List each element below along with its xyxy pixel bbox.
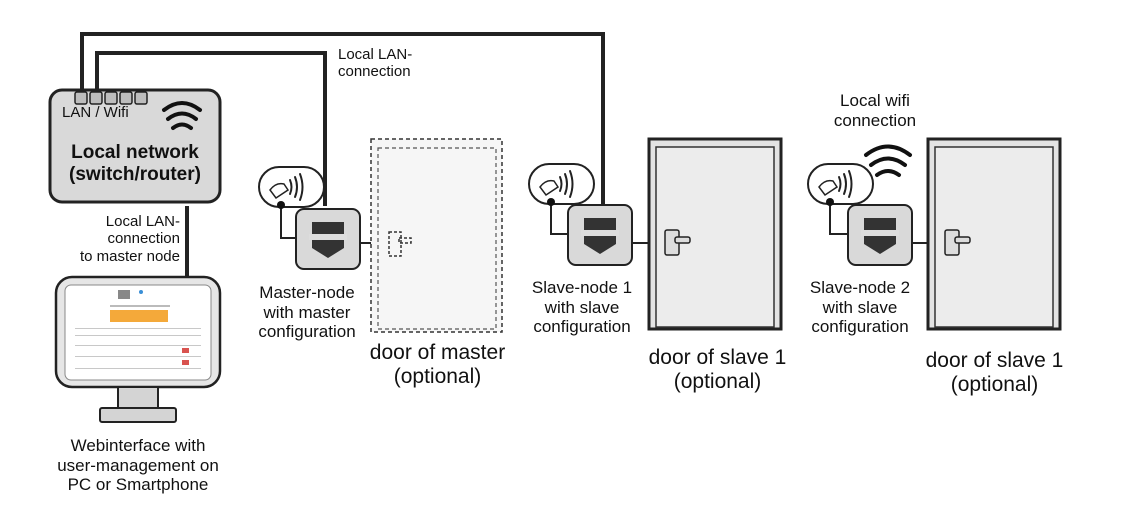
label-line: Slave-node 2 (809, 278, 911, 297)
router-ports (74, 91, 148, 105)
label-line: Master-node (259, 283, 355, 302)
slave1-node-device (567, 204, 633, 266)
label-line: (optional) (673, 370, 762, 394)
webinterface-label: Webinterface with user-management on PC … (18, 436, 258, 495)
label-line: connection (338, 63, 411, 81)
label-line: Webinterface with (70, 436, 206, 455)
slave2-node-device (847, 204, 913, 266)
door-master (370, 138, 503, 333)
wifi-icon (162, 101, 202, 130)
wire-dot (547, 198, 555, 206)
lan-line-slave1 (80, 32, 605, 206)
label-line: Local LAN- (105, 213, 180, 230)
label-line: with slave (544, 297, 620, 317)
label-line: Local LAN- (338, 46, 413, 63)
wire (550, 202, 572, 235)
router-title: Local network (switch/router) (50, 142, 220, 186)
door-slave2 (926, 137, 1062, 331)
reader-icon (807, 163, 874, 205)
door-slave2-label: door of slave 1 (optional) (902, 349, 1087, 397)
label-line: Slave-node 1 (531, 278, 633, 297)
label-line: to master node (79, 247, 180, 265)
door-slave1 (647, 137, 783, 331)
wire (829, 202, 851, 235)
label-line: with slave (822, 297, 898, 317)
connection-lines (80, 32, 605, 278)
lan-connection-label: Local LAN- connection (338, 46, 412, 81)
label-line: Local wifi (840, 91, 910, 110)
label-line: configuration (811, 317, 909, 337)
label-line: user-management on (57, 455, 219, 475)
master-node-label: Master-node with master configuration (237, 283, 377, 342)
slave1-node-label: Slave-node 1 with slave configuration (514, 278, 650, 337)
door-master-label: door of master (optional) (345, 341, 530, 389)
label-line: (optional) (393, 365, 482, 389)
label-line: door of slave 1 (925, 349, 1064, 372)
router-title-line: (switch/router) (69, 163, 201, 185)
slave2-node-label: Slave-node 2 with slave configuration (792, 278, 928, 337)
label-line: (optional) (950, 373, 1039, 397)
label-line: door of slave 1 (648, 346, 787, 369)
label-line: connection (833, 110, 917, 130)
label-line: PC or Smartphone (67, 475, 209, 495)
wire-dot (277, 201, 285, 209)
lan-line-master (95, 51, 327, 206)
router (48, 88, 222, 204)
lan-master-label: Local LAN- connection to master node (56, 213, 180, 265)
door-slave1-label: door of slave 1 (optional) (625, 346, 810, 394)
wire-dot (826, 198, 834, 206)
reader-icon (528, 163, 595, 205)
reader-icon (258, 166, 325, 208)
monitor (54, 275, 222, 423)
master-node-device (295, 208, 361, 270)
wire (280, 205, 300, 239)
label-line: configuration (533, 317, 631, 337)
router-title-line: Local network (71, 142, 199, 163)
label-line: connection (107, 230, 180, 248)
label-line: configuration (258, 322, 356, 342)
wifi-icon (864, 144, 912, 177)
label-line: door of master (369, 341, 506, 364)
wifi-connection-label: Local wifi connection (800, 91, 950, 130)
router-port-label: LAN / Wifi (62, 104, 129, 121)
label-line: with master (263, 302, 351, 322)
